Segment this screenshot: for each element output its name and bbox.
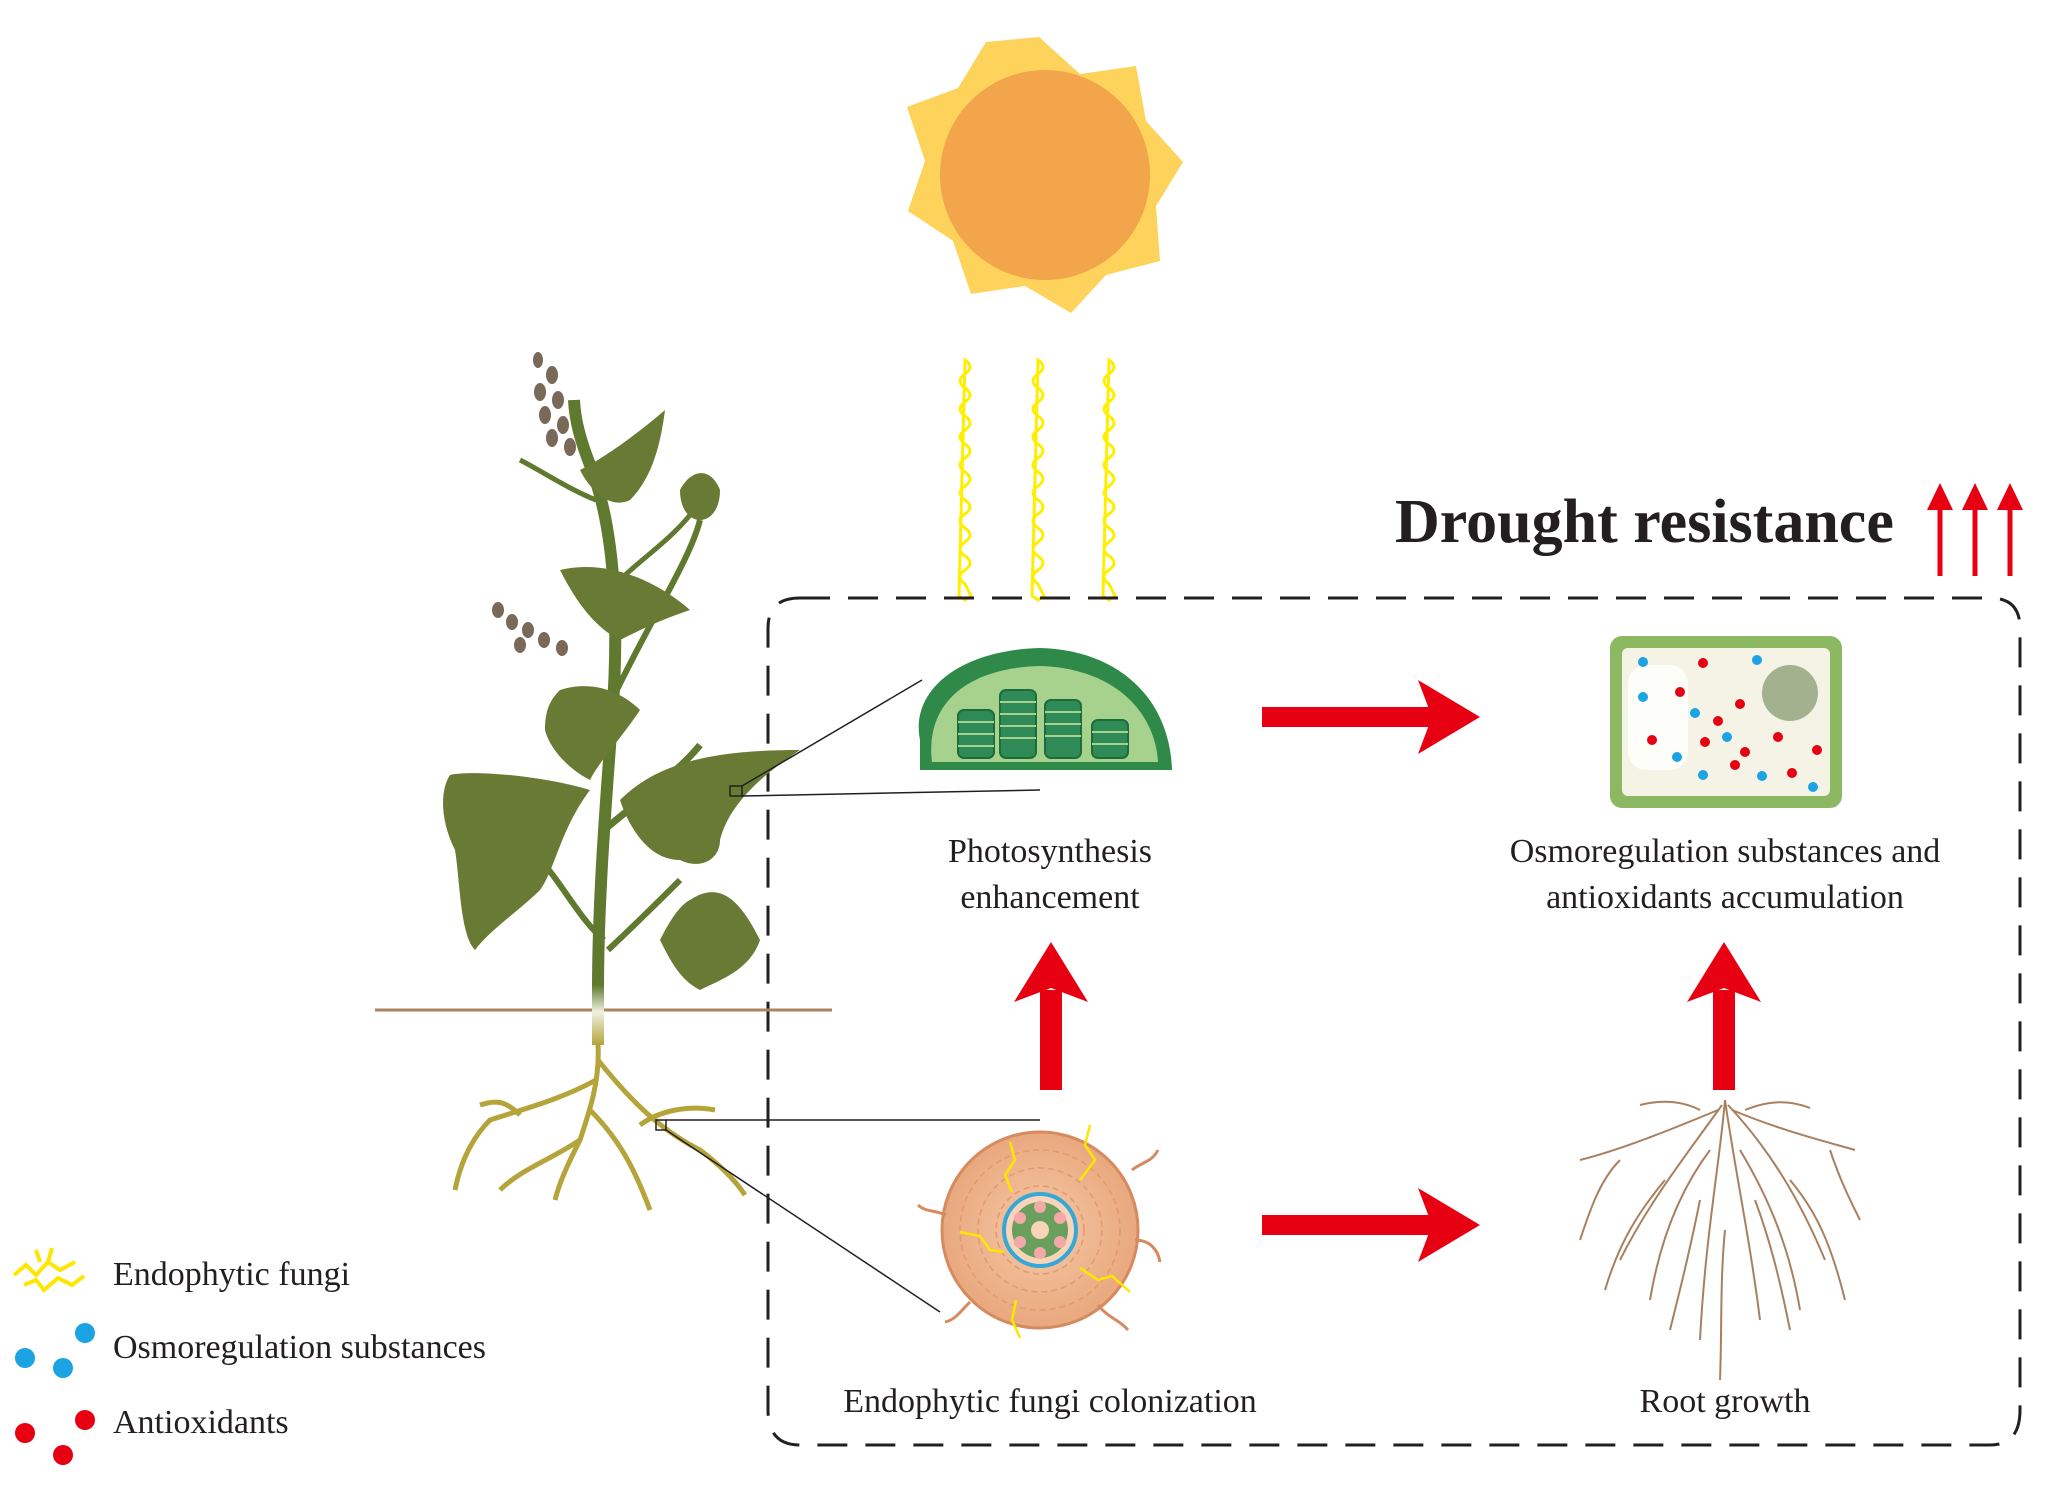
root-cross-section-icon (916, 1124, 1162, 1339)
arrow-photosynthesis-to-accumulation (1262, 680, 1480, 754)
accumulation-label-1: Osmoregulation substances and (1510, 833, 1941, 870)
light-waves-icon (957, 357, 1117, 602)
legend-label-fungi: Endophytic fungi (113, 1256, 350, 1293)
colonization-label: Endophytic fungi colonization (843, 1383, 1257, 1420)
sun-icon (907, 37, 1183, 313)
process-frame (766, 596, 2022, 1447)
chloroplast-icon (918, 648, 1172, 770)
increase-arrows-icon (1927, 483, 2023, 576)
legend: Endophytic fungi Osmoregulation substanc… (12, 1247, 486, 1465)
fungi-icon (12, 1247, 86, 1293)
legend-label-antioxidants: Antioxidants (113, 1404, 289, 1441)
zoom-lines (665, 679, 1041, 1313)
blue-dots-icon (15, 1323, 95, 1378)
legend-label-osmoregulation: Osmoregulation substances (113, 1329, 486, 1366)
root-growth-label: Root growth (1640, 1383, 1811, 1420)
plant-illustration (375, 352, 832, 1211)
red-dots-icon (15, 1410, 95, 1465)
arrow-root-growth-to-accumulation (1687, 942, 1761, 1090)
diagram-title: Drought resistance (1395, 488, 1894, 556)
plant-cell-icon (1610, 636, 1842, 808)
leaf-zoom-marker (729, 785, 743, 797)
root-zoom-marker (655, 1119, 667, 1131)
photosynthesis-label-2: enhancement (960, 879, 1140, 916)
photosynthesis-label-1: Photosynthesis (948, 833, 1152, 870)
arrow-colonization-to-photosynthesis (1014, 942, 1088, 1090)
arrow-colonization-to-root-growth (1262, 1188, 1480, 1262)
root-system-icon (1579, 1099, 1861, 1381)
accumulation-label-2: antioxidants accumulation (1546, 879, 1904, 916)
